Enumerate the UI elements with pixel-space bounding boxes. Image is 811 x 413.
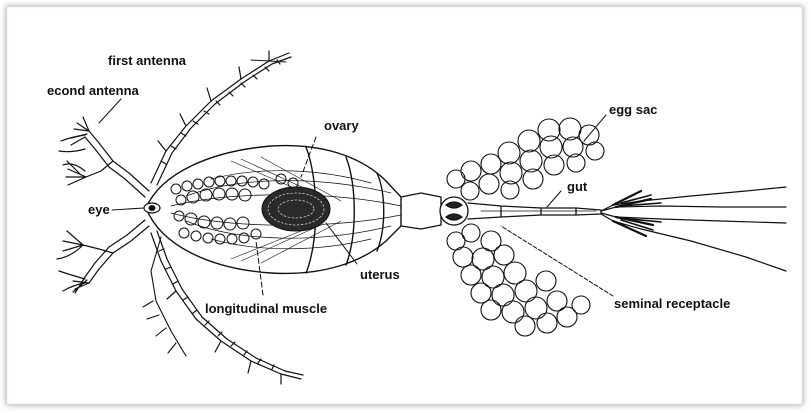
label-ovary: ovary: [324, 119, 359, 132]
label-second-antenna: econd antenna: [47, 84, 139, 97]
leader-seminal-receptacle: [501, 226, 613, 296]
figure-frame: first antenna econd antenna ovary egg sa…: [6, 6, 803, 405]
leader-longitudinal-muscle: [256, 241, 263, 295]
urosome: [401, 193, 601, 229]
leader-ovary: [301, 137, 316, 177]
second-antenna-upper: [59, 117, 149, 197]
label-gut: gut: [567, 180, 587, 193]
label-seminal-receptacle: seminal receptacle: [614, 297, 730, 310]
leader-egg-sac: [584, 115, 606, 141]
caudal-setae: [601, 187, 786, 271]
second-antenna-lower: [57, 220, 149, 293]
label-first-antenna: first antenna: [108, 54, 186, 67]
label-egg-sac: egg sac: [609, 103, 657, 116]
leader-gut: [547, 191, 561, 207]
label-longitudinal-muscle: longitudinal muscle: [205, 302, 327, 315]
first-antenna-upper: [151, 51, 291, 185]
leader-eye: [112, 208, 144, 210]
label-eye: eye: [88, 203, 110, 216]
label-uterus: uterus: [360, 268, 400, 281]
egg-sac-lower: [447, 224, 590, 336]
eye: [144, 203, 160, 213]
uterus: [262, 187, 330, 231]
leader-second-antenna: [99, 99, 121, 123]
